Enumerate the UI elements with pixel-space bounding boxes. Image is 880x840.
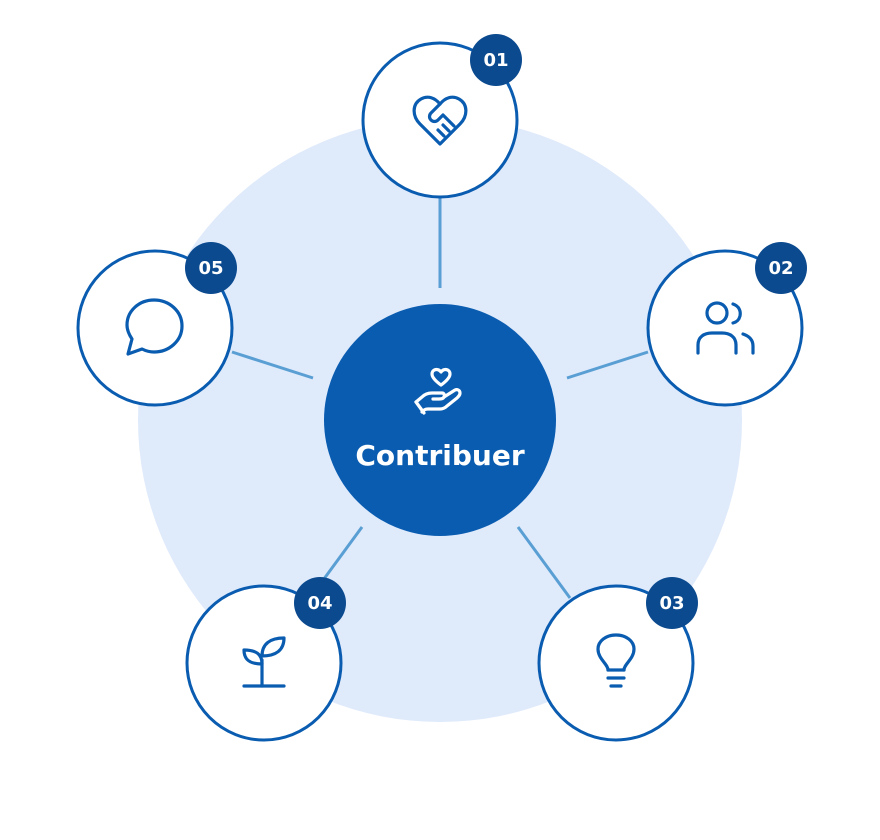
center-label: Contribuer xyxy=(355,439,524,472)
badge xyxy=(646,577,698,629)
node-circle xyxy=(646,249,804,407)
badge-number: 01 xyxy=(483,50,508,71)
node-04[interactable]: 04 xyxy=(185,577,346,742)
node-circle xyxy=(537,584,695,742)
badge xyxy=(294,577,346,629)
center-circle xyxy=(324,304,556,536)
lightbulb-icon xyxy=(596,633,636,688)
connectors xyxy=(231,198,649,599)
connector-02 xyxy=(566,350,649,380)
badge-number: 02 xyxy=(768,258,793,279)
users-icon xyxy=(696,301,755,355)
node-02[interactable]: 02 xyxy=(646,242,807,407)
connector-05 xyxy=(231,350,314,380)
sprout-icon xyxy=(242,636,286,688)
node-circle xyxy=(76,249,234,407)
hand-heart-icon xyxy=(414,367,462,415)
badge-number: 05 xyxy=(198,258,223,279)
badge xyxy=(755,242,807,294)
node-circle xyxy=(185,584,343,742)
node-03[interactable]: 03 xyxy=(537,577,698,742)
badge xyxy=(470,34,522,86)
node-01[interactable]: 01 xyxy=(361,34,522,199)
badge xyxy=(185,242,237,294)
node-05[interactable]: 05 xyxy=(76,242,237,407)
badge-number: 03 xyxy=(659,593,684,614)
connector-03 xyxy=(516,526,572,599)
center-hub[interactable]: Contribuer xyxy=(324,304,556,536)
message-circle-icon xyxy=(125,298,184,356)
badge-number: 04 xyxy=(307,593,332,614)
heart-handshake-icon xyxy=(412,95,468,146)
